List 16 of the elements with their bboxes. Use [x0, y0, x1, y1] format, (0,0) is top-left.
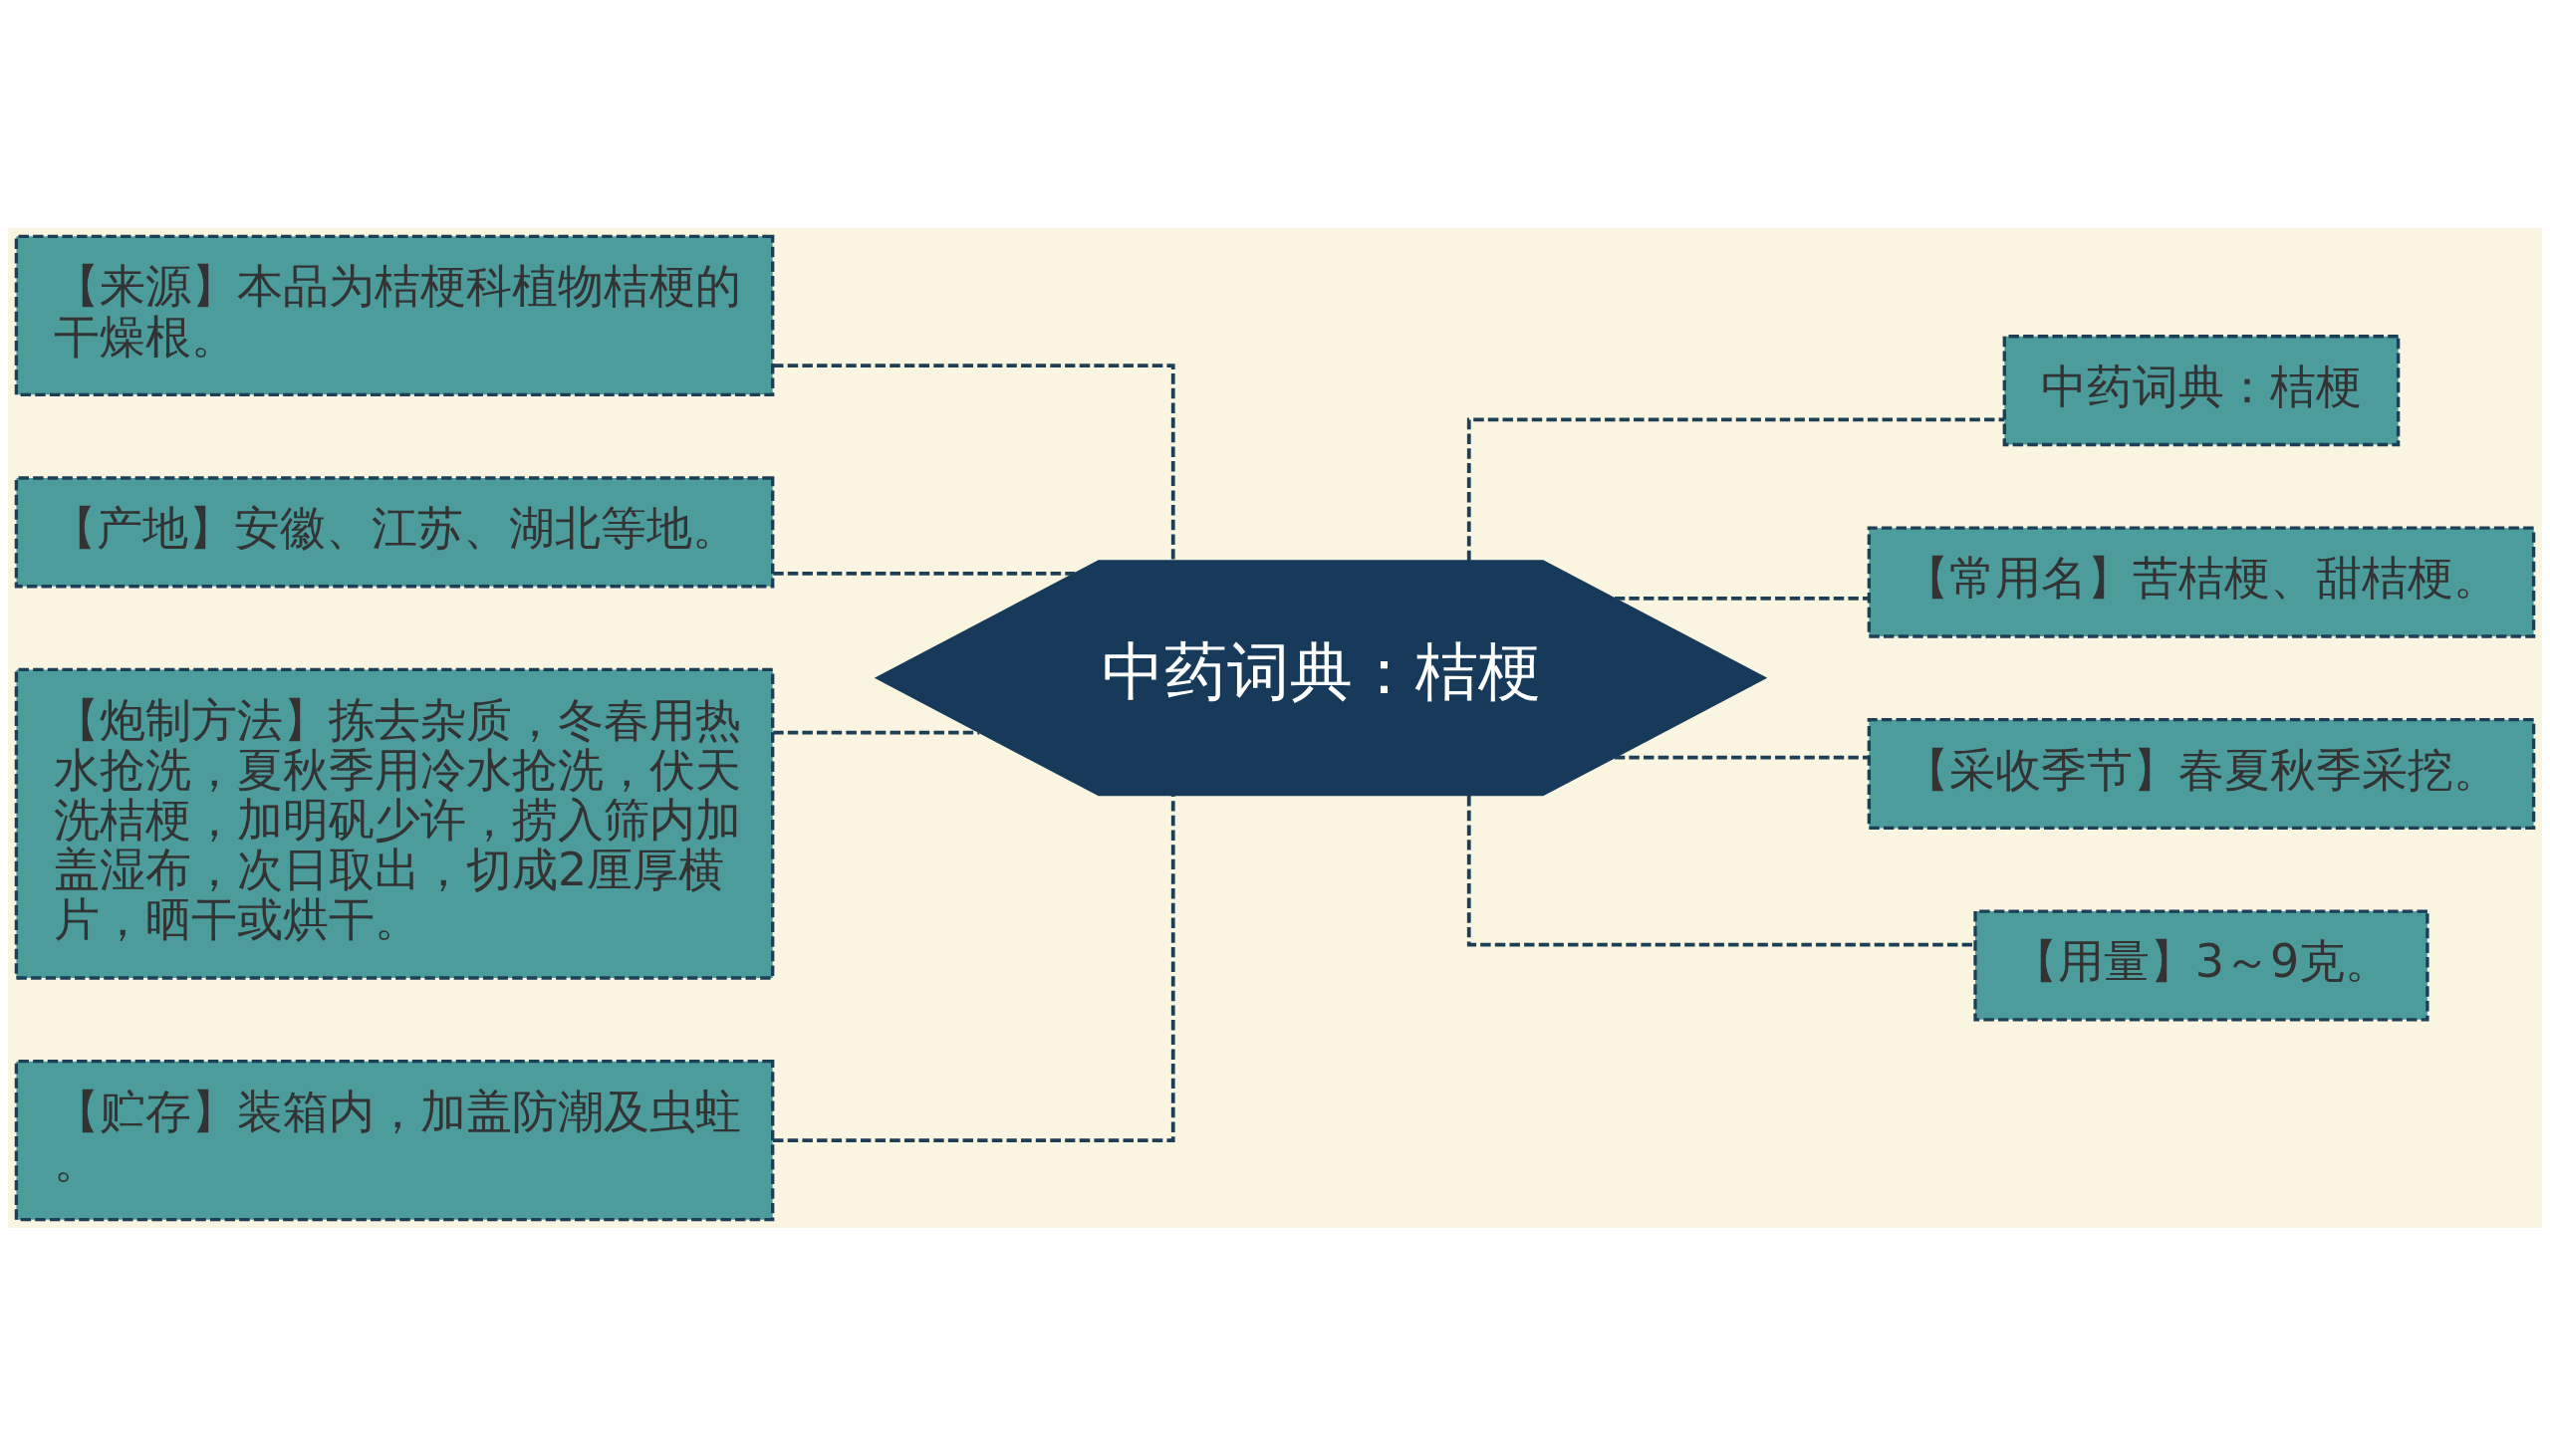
connector — [1614, 597, 1870, 601]
connector — [1466, 796, 1975, 947]
connector — [773, 795, 1175, 1143]
connector — [773, 571, 1076, 576]
connector — [1614, 755, 1870, 760]
node-box: 【来源】本品为桔梗科植物桔梗的干燥根。 — [14, 234, 775, 396]
node-box: 【产地】安徽、江苏、湖北等地。 — [14, 476, 775, 589]
node-box: 【炮制方法】拣去杂质，冬春用热水抢洗，夏秋季用冷水抢洗，伏天洗桔梗，加明矾少许，捞入筛内加盖湿布，次日取出，切成2厘厚横片，晒干或烘干。 — [14, 667, 775, 980]
node-box: 【常用名】苦桔梗、甜桔梗。 — [1867, 526, 2536, 638]
connector — [773, 364, 1175, 562]
node-box: 中药词典：桔梗 — [2002, 335, 2401, 447]
node-box: 【用量】3～9克。 — [1973, 909, 2429, 1022]
node-box: 【采收季节】春夏秋季采挖。 — [1867, 717, 2536, 831]
connector — [773, 730, 980, 735]
node-box: 【贮存】装箱内，加盖防潮及虫蛀。 — [14, 1060, 775, 1222]
connector — [1466, 417, 2004, 562]
